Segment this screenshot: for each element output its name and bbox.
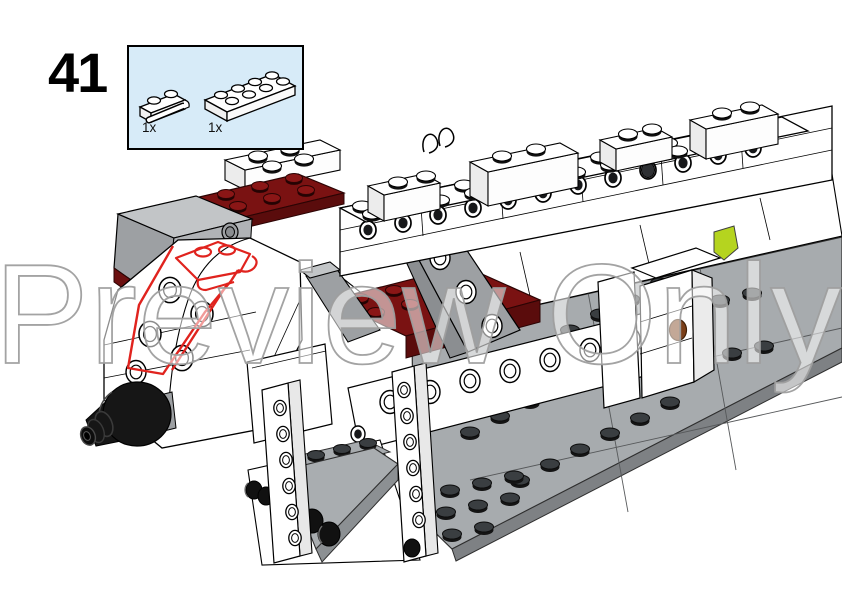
part-plate-2x4-icon bbox=[203, 71, 297, 123]
placement-highlight bbox=[126, 240, 258, 376]
lime-accent-piece bbox=[713, 225, 739, 261]
part-plate-1x2-with-rail-icon bbox=[138, 89, 190, 124]
technic-beam-2 bbox=[391, 362, 439, 563]
parts-callout: 1x 1x bbox=[127, 45, 304, 150]
clip-handles bbox=[422, 127, 455, 154]
highlighted-part-outline bbox=[174, 240, 258, 292]
black-cone-nozzle bbox=[79, 381, 172, 447]
parts-callout-drawings bbox=[138, 71, 297, 124]
black-pin-beam2 bbox=[403, 538, 421, 558]
deck-raised-bricks bbox=[366, 101, 780, 222]
technic-beam-1 bbox=[261, 379, 313, 564]
reddish-brown-dot bbox=[668, 318, 688, 342]
white-container bbox=[597, 247, 722, 409]
part-quantity-1: 1x bbox=[142, 120, 157, 135]
fuselage-deck bbox=[338, 101, 810, 223]
part-quantity-2: 1x bbox=[208, 120, 223, 135]
step-number: 41 bbox=[48, 41, 108, 104]
